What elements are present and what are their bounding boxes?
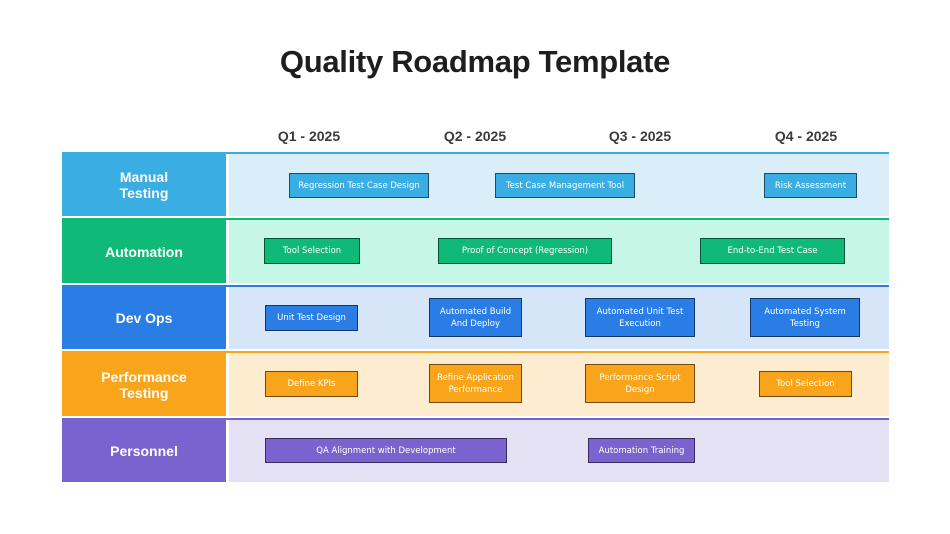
quarter-header-q3: Q3 - 2025	[608, 128, 672, 144]
lane-performance-testing: Define KPIs Refine Application Performan…	[229, 353, 889, 416]
row-label-text: Manual Testing	[119, 169, 169, 201]
row-divider	[62, 418, 889, 420]
row-divider	[62, 152, 889, 154]
quarter-header-q4: Q4 - 2025	[774, 128, 838, 144]
task-qa-alignment-with-development: QA Alignment with Development	[265, 438, 507, 463]
row-label-text: Automation	[105, 243, 183, 260]
task-risk-assessment: Risk Assessment	[764, 173, 857, 198]
row-divider	[62, 351, 889, 353]
task-end-to-end-test-case: End-to-End Test Case	[700, 238, 845, 264]
task-proof-of-concept: Proof of Concept (Regression)	[438, 238, 612, 264]
task-test-case-management-tool: Test Case Management Tool	[495, 173, 635, 198]
task-refine-application-performance: Refine Application Performance	[429, 364, 522, 403]
task-regression-test-case-design: Regression Test Case Design	[289, 173, 429, 198]
quarter-header-q1: Q1 - 2025	[277, 128, 341, 144]
row-divider	[62, 218, 889, 220]
row-label-text: Dev Ops	[115, 310, 173, 326]
row-label-manual-testing: Manual Testing	[62, 154, 226, 216]
lane-automation: Tool Selection Proof of Concept (Regress…	[229, 220, 889, 283]
row-label-performance-testing: Performance Testing	[62, 353, 226, 416]
task-performance-script-design: Performance Script Design	[585, 364, 695, 403]
row-divider	[62, 285, 889, 287]
lane-manual-testing: Regression Test Case Design Test Case Ma…	[229, 154, 889, 216]
task-define-kpis: Define KPIs	[265, 371, 358, 397]
task-automated-build-and-deploy: Automated Build And Deploy	[429, 298, 522, 337]
task-tool-selection-performance: Tool Selection	[759, 371, 852, 397]
row-label-text: Personnel	[110, 443, 178, 459]
task-automated-system-testing: Automated System Testing	[750, 298, 860, 337]
task-tool-selection: Tool Selection	[264, 238, 360, 264]
row-label-automation: Automation	[62, 220, 226, 283]
page-title: Quality Roadmap Template	[279, 44, 671, 79]
task-automation-training: Automation Training	[588, 438, 695, 463]
lane-dev-ops: Unit Test Design Automated Build And Dep…	[229, 287, 889, 349]
task-unit-test-design: Unit Test Design	[265, 305, 358, 331]
row-label-personnel: Personnel	[62, 420, 226, 482]
row-label-dev-ops: Dev Ops	[62, 287, 226, 349]
task-automated-unit-test-execution: Automated Unit Test Execution	[585, 298, 695, 337]
quarter-header-q2: Q2 - 2025	[443, 128, 507, 144]
lane-personnel: QA Alignment with Development Automation…	[229, 420, 889, 482]
row-label-text: Performance Testing	[101, 368, 187, 401]
